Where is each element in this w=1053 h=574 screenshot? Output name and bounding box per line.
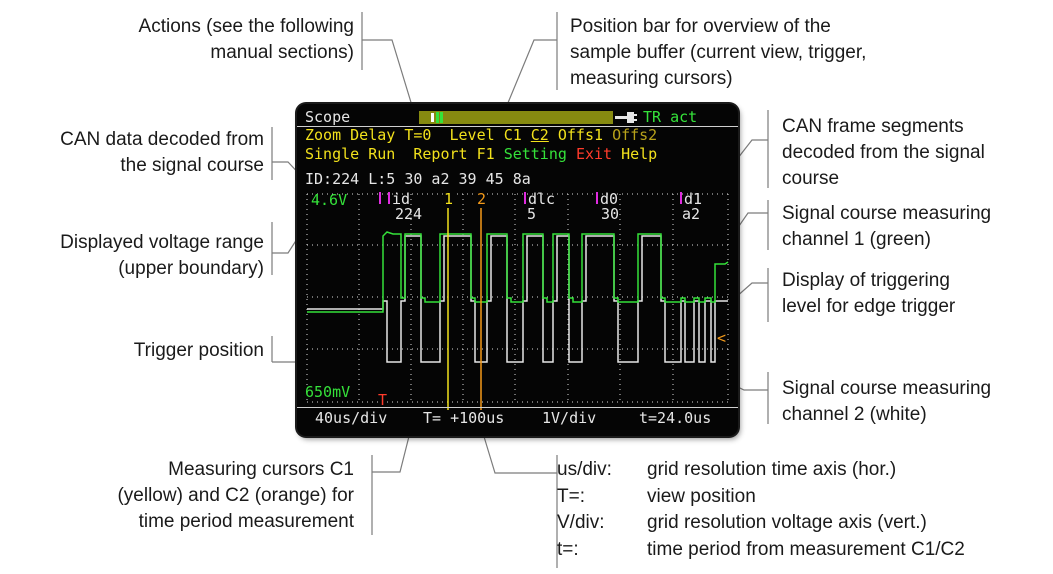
annotation-actions: Actions (see the following manual sectio… — [138, 16, 354, 63]
status-divider — [297, 407, 738, 408]
menu-exit[interactable]: Exit — [575, 145, 613, 163]
segment-dlc-value: 5 — [527, 205, 537, 223]
leader-position-bar — [504, 12, 558, 111]
leader-legend — [481, 429, 558, 568]
trigger-position-marker: T — [378, 391, 388, 409]
segment-d0-label: d0 — [600, 190, 619, 208]
channel1-trace — [307, 231, 729, 313]
legend-row: V/div:grid resolution voltage axis (vert… — [557, 512, 927, 533]
menu-c1[interactable]: C1 — [503, 126, 522, 144]
position-bar-cursor2 — [440, 112, 443, 123]
cursor-c2-label: 2 — [477, 190, 487, 208]
annotation-can-segments: CAN frame segments decoded from the sign… — [782, 116, 985, 189]
segment-d0-value: 30 — [601, 205, 620, 223]
menu-row-2: Single Run Report F1 Setting Exit Help — [305, 146, 657, 163]
leader-actions — [361, 12, 421, 133]
menu-delay[interactable]: Delay — [350, 126, 396, 144]
can-data-line: ID:224 L:5 30 a2 39 45 8a — [305, 170, 531, 188]
position-bar[interactable] — [419, 111, 613, 124]
menu-offs2[interactable]: Offs2 — [612, 126, 658, 144]
annotation-channel1: Signal course measuring channel 1 (green… — [782, 203, 992, 250]
menu-f1[interactable]: F1 — [476, 145, 495, 163]
cursor-c1-label: 1 — [444, 190, 454, 208]
status-volt-div: 1V/div — [542, 409, 597, 427]
menu-help[interactable]: Help — [621, 145, 658, 163]
segment-d1-label: d1 — [684, 190, 703, 208]
annotation-position-bar: Position bar for overview of the sample … — [570, 16, 867, 89]
menu-zoom[interactable]: Zoom — [305, 126, 342, 144]
menu-c2[interactable]: C2 — [530, 126, 549, 144]
segment-dlc-label: dlc — [528, 190, 556, 208]
scope-title: Scope — [305, 108, 351, 126]
annotation-trigger-level: Display of triggering level for edge tri… — [782, 270, 956, 317]
status-time-div: 40us/div — [315, 409, 388, 427]
segment-id-value: 224 — [395, 205, 423, 223]
legend-row: T=:view position — [557, 485, 756, 507]
annotation-trigger-position: Trigger position — [133, 340, 264, 361]
annotation-voltage-range: Displayed voltage range (upper boundary) — [60, 232, 264, 279]
annotation-cursors: Measuring cursors C1 (yellow) and C2 (or… — [117, 459, 354, 532]
menu-setting[interactable]: Setting — [503, 145, 567, 163]
trigger-level-marker: < — [717, 329, 727, 347]
title-bar — [297, 110, 738, 127]
position-bar-view — [431, 113, 434, 122]
segment-markers — [379, 192, 682, 204]
segment-id-label: id — [392, 190, 411, 208]
voltage-bottom-label: 650mV — [305, 383, 351, 401]
legend: us/div:grid resolution time axis (hor.) … — [557, 457, 965, 563]
menu-single[interactable]: Single — [305, 145, 360, 163]
segment-d1-value: a2 — [682, 205, 701, 223]
status-view-position: T= +100us — [423, 409, 505, 427]
menu-report[interactable]: Report — [413, 145, 468, 163]
menu-row-1: Zoom Delay T=0 Level C1 C2 Offs1 Offs2 — [305, 127, 657, 144]
channel2-trace — [307, 235, 728, 363]
annotation-can-data: CAN data decoded from the signal course — [60, 129, 264, 176]
legend-row: t=:time period from measurement C1/C2 — [557, 538, 965, 560]
menu-level[interactable]: Level — [449, 126, 495, 144]
menu-run[interactable]: Run — [368, 145, 396, 163]
scope-screen: Scope TR act Zoom Delay T=0 Level C1 C2 … — [297, 104, 738, 436]
menu-t0[interactable]: T=0 — [404, 126, 432, 144]
legend-row: us/div:grid resolution time axis (hor.) — [557, 459, 897, 480]
grid — [306, 193, 729, 403]
position-bar-cursor1 — [436, 112, 439, 123]
scope-plot — [306, 192, 729, 410]
trigger-status: TR act — [643, 108, 698, 126]
trigger-arrow-icon — [615, 112, 637, 123]
status-period: t=24.0us — [639, 409, 712, 427]
menu-offs1[interactable]: Offs1 — [557, 126, 604, 144]
voltage-top-label: 4.6V — [311, 191, 348, 209]
annotation-channel2: Signal course measuring channel 2 (white… — [782, 378, 992, 425]
